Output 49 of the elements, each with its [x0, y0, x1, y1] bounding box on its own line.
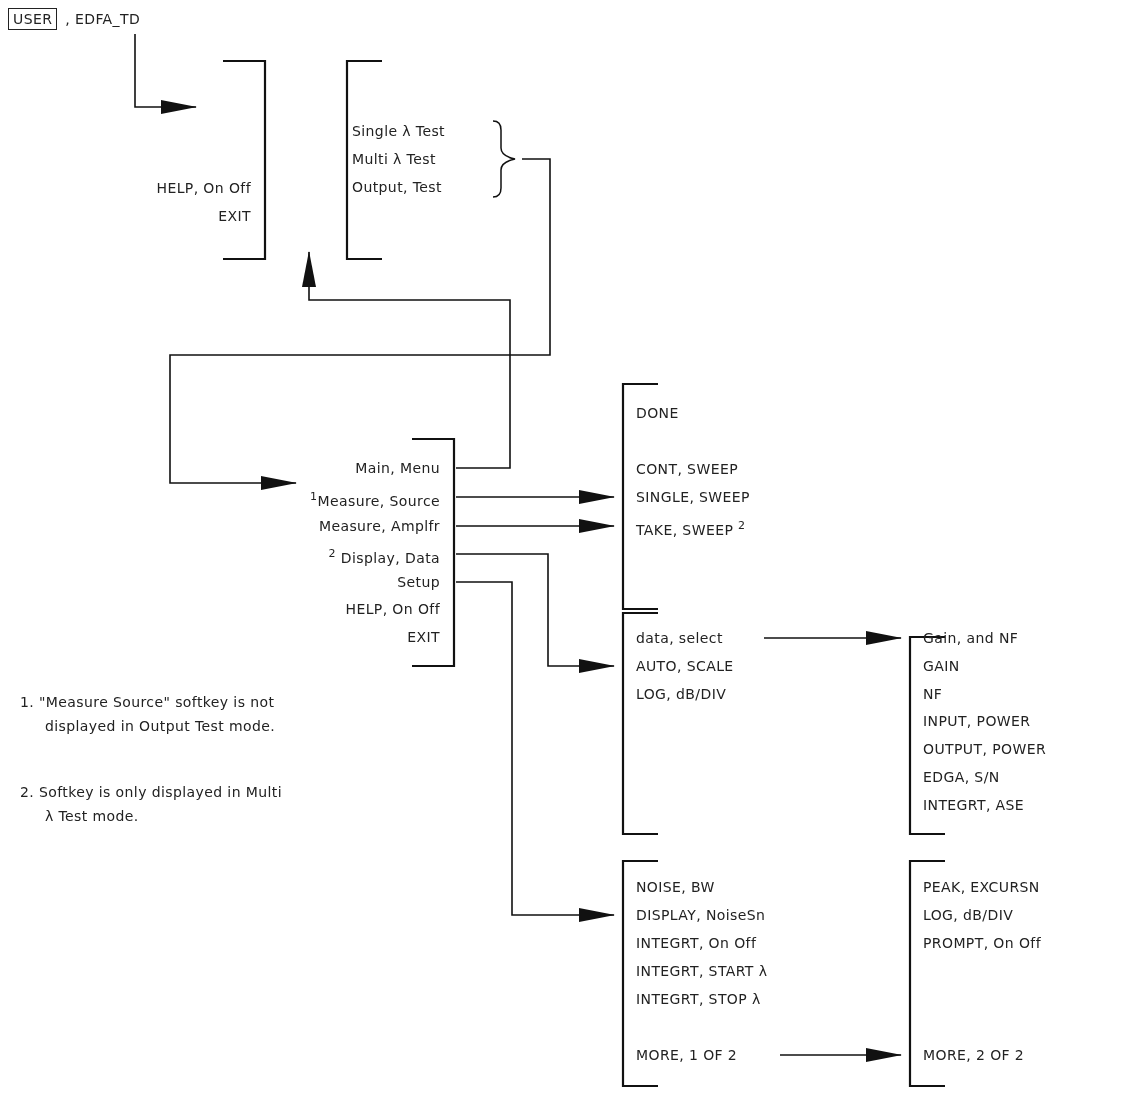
- softkey-label: $^{1}$Measure, Source: [310, 489, 440, 511]
- softkey-label: OUTPUT, POWER: [923, 740, 1047, 759]
- softkey-label: INTEGRT, STOP λ: [636, 990, 761, 1009]
- key-cap: USER: [8, 8, 58, 30]
- menu-name: , EDFA_TD: [65, 10, 141, 29]
- arrow: [455, 490, 615, 504]
- softkey-label: Setup: [397, 573, 440, 592]
- footnote: 2. Softkey is only displayed in Multi λ Test mode.: [20, 783, 283, 826]
- softkey-label: $^{2}$ Display, Data: [328, 546, 440, 568]
- softkey-label: data, select: [636, 629, 723, 648]
- arrow: [169, 158, 551, 490]
- softkey-label: PROMPT, On Off: [923, 934, 1041, 953]
- softkey-label: INPUT, POWER: [923, 712, 1031, 731]
- softkey-label: AUTO, SCALE: [636, 657, 734, 676]
- softkey-label: Single λ Test: [352, 122, 445, 141]
- softkey-label: Measure, Amplfr: [318, 517, 440, 536]
- softkey-label: GAIN: [923, 657, 960, 676]
- softkey-label: HELP, On Off: [156, 179, 251, 198]
- softkey-label: Main, Menu: [355, 459, 440, 478]
- softkey-label: LOG, dB/DIV: [636, 685, 727, 704]
- footnote: 1. "Measure Source" softkey is not displayed in Output Test mode.: [20, 693, 277, 736]
- softkey-label: HELP, On Off: [345, 600, 440, 619]
- softkey-label: NF: [923, 685, 943, 704]
- softkey-label: INTEGRT, START λ: [636, 962, 768, 981]
- arrow: [455, 581, 615, 922]
- arrow: [763, 631, 902, 645]
- softkey-label: CONT, SWEEP: [636, 460, 738, 479]
- softkey-label: Output, Test: [352, 178, 442, 197]
- softkey-label: PEAK, EXCURSN: [923, 878, 1040, 897]
- softkey-label: NOISE, BW: [636, 878, 715, 897]
- arrow: [455, 553, 615, 673]
- arrow: [779, 1048, 902, 1062]
- softkey-label: LOG, dB/DIV: [923, 906, 1014, 925]
- softkey-label: EXIT: [218, 207, 251, 226]
- softkey-label: INTEGRT, ASE: [923, 796, 1025, 815]
- arrow: [302, 251, 511, 469]
- softkey-label: TAKE, SWEEP $^{2}$: [636, 518, 746, 540]
- softkey-label: EXIT: [407, 628, 440, 647]
- softkey-label: DONE: [636, 404, 679, 423]
- softkey-label: Multi λ Test: [352, 150, 436, 169]
- softkey-label: MORE, 2 OF 2: [923, 1046, 1025, 1065]
- softkey-label: SINGLE, SWEEP: [636, 488, 750, 507]
- softkey-label: INTEGRT, On Off: [636, 934, 757, 953]
- arrow: [134, 33, 197, 114]
- softkey-label: Gain, and NF: [923, 629, 1019, 648]
- arrow: [455, 519, 615, 533]
- softkey-label: EDGA, S/N: [923, 768, 1000, 787]
- softkey-label: MORE, 1 OF 2: [636, 1046, 738, 1065]
- softkey-label: DISPLAY, NoiseSn: [636, 906, 766, 925]
